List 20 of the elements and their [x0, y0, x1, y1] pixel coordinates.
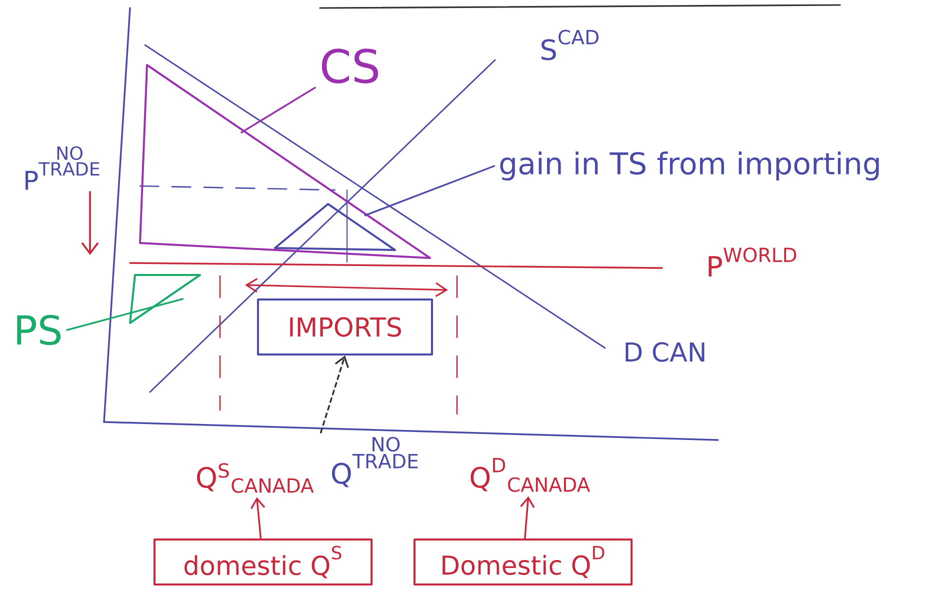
label-box: IMPORTS: [257, 298, 433, 356]
annotation-text: gain in TS from importing: [500, 151, 879, 180]
curve-label: D CAN: [626, 342, 704, 362]
axis-label: Q$^{D}$CANADA: [470, 458, 590, 492]
leader-line: [66, 298, 184, 331]
label-box: Domestic Q$^{D}$: [413, 538, 633, 586]
curve-label: S$^{CAD}$: [542, 30, 598, 60]
axis-label: $\mathrm{Q}^{\substack{\mathrm{NO}\\ \mathrm{TRADE}}}$: [332, 436, 418, 488]
arrow: [250, 497, 266, 540]
leader-line: [364, 165, 496, 216]
area-label: CS: [322, 48, 378, 84]
producer-surplus-triangle: [129, 274, 201, 324]
price-label: P$^{WORLD}$: [708, 247, 796, 277]
price-label: $\mathrm{P}^{\substack{\mathrm{NO}\\ \mathrm{TRADE}}}$: [26, 146, 100, 190]
axis-label: Q$^{S}$CANADA: [197, 463, 314, 493]
area-label: PS: [17, 314, 61, 346]
arrow: [520, 496, 535, 540]
label-box: domestic Q$^{S}$: [153, 538, 373, 586]
arrow: [320, 355, 349, 434]
leader-line: [240, 86, 316, 134]
